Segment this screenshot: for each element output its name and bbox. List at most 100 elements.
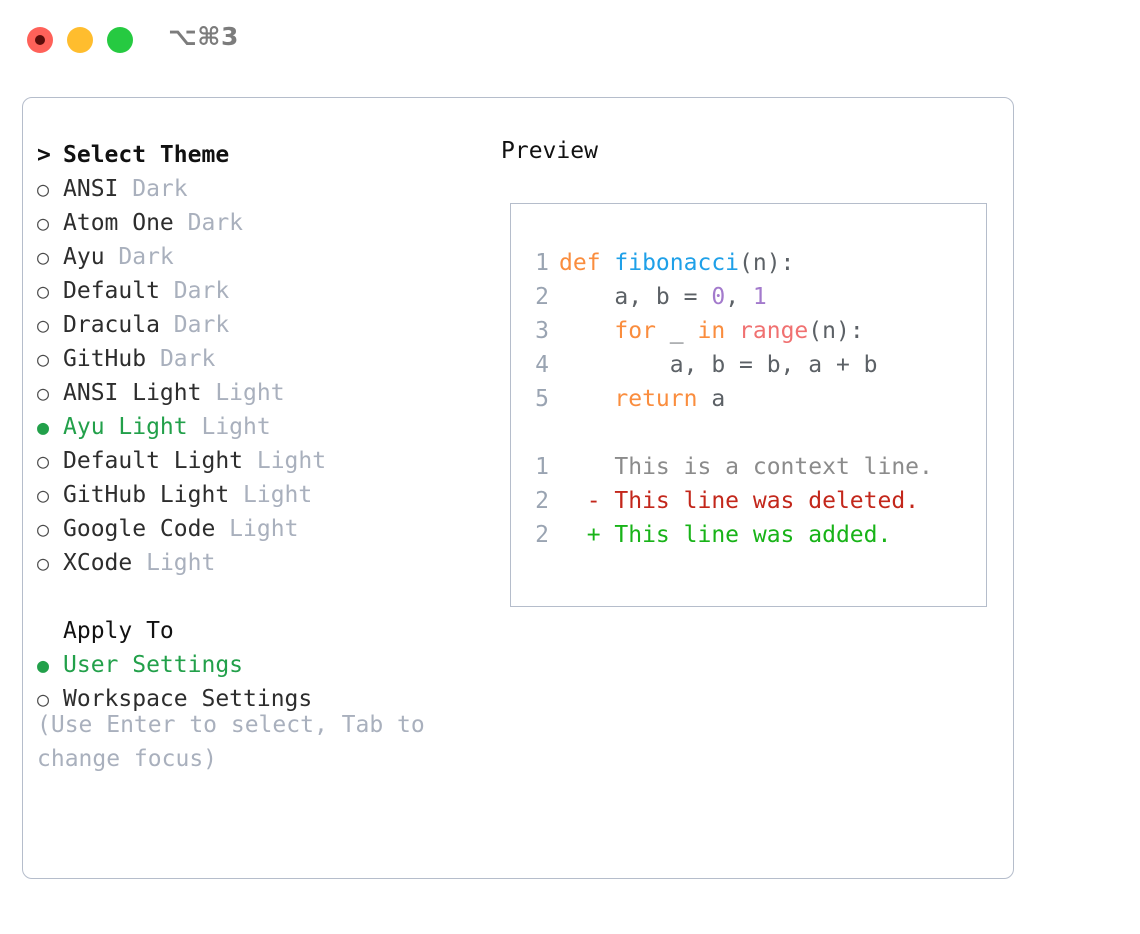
zoom-button[interactable]	[107, 27, 133, 53]
theme-variant-badge: Light	[229, 482, 313, 508]
preview-label: Preview	[501, 138, 598, 164]
diff-line-text: This is a context line.	[559, 454, 933, 480]
theme-variant-badge: Light	[132, 550, 216, 576]
diff-line-text: - This line was deleted.	[559, 488, 920, 514]
radio-unselected-icon: ○	[37, 517, 50, 541]
code-token: (n):	[808, 318, 864, 344]
radio-unselected-icon: ○	[37, 177, 50, 201]
code-token: (n):	[739, 250, 795, 276]
radio-unselected-icon: ○	[37, 279, 50, 303]
theme-option-label: Atom One	[63, 210, 174, 236]
radio-unselected-icon: ○	[37, 687, 50, 711]
theme-variant-badge: Light	[215, 516, 299, 542]
theme-option-default[interactable]: ○ Default Dark	[37, 274, 487, 308]
theme-option-label: Dracula	[63, 312, 160, 338]
minimize-button[interactable]	[67, 27, 93, 53]
theme-variant-badge: Dark	[173, 210, 244, 236]
theme-option-label: Default	[63, 278, 160, 304]
radio-unselected-icon: ○	[37, 449, 50, 473]
apply-to-header-label: Apply To	[63, 618, 174, 644]
code-line: 4 a, b = b, a + b	[527, 348, 933, 382]
code-token: a, b =	[559, 284, 712, 310]
line-number: 1	[535, 454, 549, 480]
theme-variant-badge: Light	[201, 380, 285, 406]
keyboard-shortcut-label: ⌥⌘3	[168, 22, 239, 51]
theme-variant-badge: Dark	[104, 244, 174, 270]
radio-unselected-icon: ○	[37, 347, 50, 371]
code-token	[559, 386, 614, 412]
theme-option-label: Default Light	[63, 448, 244, 474]
theme-option-label: Google Code	[63, 516, 216, 542]
radio-unselected-icon: ○	[37, 211, 50, 235]
theme-option-dracula[interactable]: ○Dracula Dark	[37, 308, 487, 342]
apply-to-option-label: User Settings	[63, 652, 244, 678]
code-line: 2 a, b = 0, 1	[527, 280, 933, 314]
line-number: 2	[535, 488, 549, 514]
theme-option-default-light[interactable]: ○ Default Light Light	[37, 444, 487, 478]
diff-line-add: 2 + This line was added.	[527, 518, 933, 552]
radio-unselected-icon: ○	[37, 313, 50, 337]
select-theme-header-label: Select Theme	[63, 142, 230, 168]
apply-to-option-list: ● User Settings ○ Workspace Settings	[37, 648, 487, 716]
theme-variant-badge: Dark	[146, 346, 216, 372]
code-token: in	[697, 318, 726, 344]
theme-option-label: ANSI	[63, 176, 119, 202]
theme-option-label: Ayu Light	[63, 414, 188, 440]
code-token: 1	[752, 284, 767, 310]
theme-option-github[interactable]: ○ GitHub Dark	[37, 342, 487, 376]
line-number: 1	[535, 250, 549, 276]
code-token: _	[655, 318, 698, 344]
select-theme-header: > Select Theme	[37, 138, 487, 172]
theme-option-ansi-light[interactable]: ○ ANSI Light Light	[37, 376, 487, 410]
code-token: ,	[725, 284, 753, 310]
theme-option-xcode[interactable]: ○ XCode Light	[37, 546, 487, 580]
code-token: a, b = b, a + b	[559, 352, 878, 378]
theme-option-ayu[interactable]: ○Ayu Dark	[37, 240, 487, 274]
theme-option-label: GitHub	[63, 346, 147, 372]
theme-selector-panel: >Select Theme ○ANSI Dark○Atom One Dark○A…	[22, 97, 1014, 879]
theme-option-github-light[interactable]: ○ GitHub Light Light	[37, 478, 487, 512]
diff-line-del: 2 - This line was deleted.	[527, 484, 933, 518]
code-token: for	[614, 318, 656, 344]
theme-option-label: GitHub Light	[63, 482, 230, 508]
theme-option-label: ANSI Light	[63, 380, 202, 406]
code-line: 5 return a	[527, 382, 933, 416]
radio-unselected-icon: ○	[37, 483, 50, 507]
radio-unselected-icon: ○	[37, 551, 50, 575]
list-spacer	[37, 580, 487, 614]
radio-unselected-icon: ○	[37, 381, 50, 405]
theme-option-label: XCode	[63, 550, 133, 576]
apply-to-option-workspace-settings[interactable]: ○ Workspace Settings	[37, 682, 487, 716]
code-token: return	[614, 386, 698, 412]
radio-selected-icon: ●	[37, 415, 50, 439]
code-token: 0	[711, 284, 726, 310]
close-button[interactable]	[27, 27, 53, 53]
line-number: 2	[535, 522, 549, 548]
line-number: 2	[535, 284, 549, 310]
apply-to-option-label: Workspace Settings	[63, 686, 313, 712]
apply-to-header: Apply To	[37, 614, 487, 648]
code-token: range	[739, 318, 809, 344]
radio-unselected-icon: ○	[37, 245, 50, 269]
caret-icon: >	[37, 142, 51, 168]
radio-selected-icon: ●	[37, 653, 50, 677]
theme-option-google-code[interactable]: ○ Google Code Light	[37, 512, 487, 546]
theme-variant-badge: Light	[187, 414, 271, 440]
theme-option-ansi[interactable]: ○ ANSI Dark	[37, 172, 487, 206]
theme-variant-badge: Dark	[159, 278, 230, 304]
line-number: 3	[535, 318, 549, 344]
apply-to-option-user-settings[interactable]: ● User Settings	[37, 648, 487, 682]
code-token	[725, 318, 739, 344]
theme-option-list: ○ANSI Dark○Atom One Dark○Ayu Dark○Defaul…	[37, 172, 487, 580]
code-token: fibonacci	[614, 250, 740, 276]
hint-text: (Use Enter to select, Tab to change focu…	[37, 712, 425, 772]
theme-variant-badge: Light	[243, 448, 327, 474]
theme-list-column: >Select Theme ○ANSI Dark○Atom One Dark○A…	[37, 138, 487, 716]
line-number: 4	[535, 352, 549, 378]
theme-variant-badge: Dark	[118, 176, 188, 202]
theme-option-ayu-light[interactable]: ● Ayu Light Light	[37, 410, 487, 444]
theme-option-atom-one[interactable]: ○ Atom One Dark	[37, 206, 487, 240]
code-token: a	[697, 386, 726, 412]
